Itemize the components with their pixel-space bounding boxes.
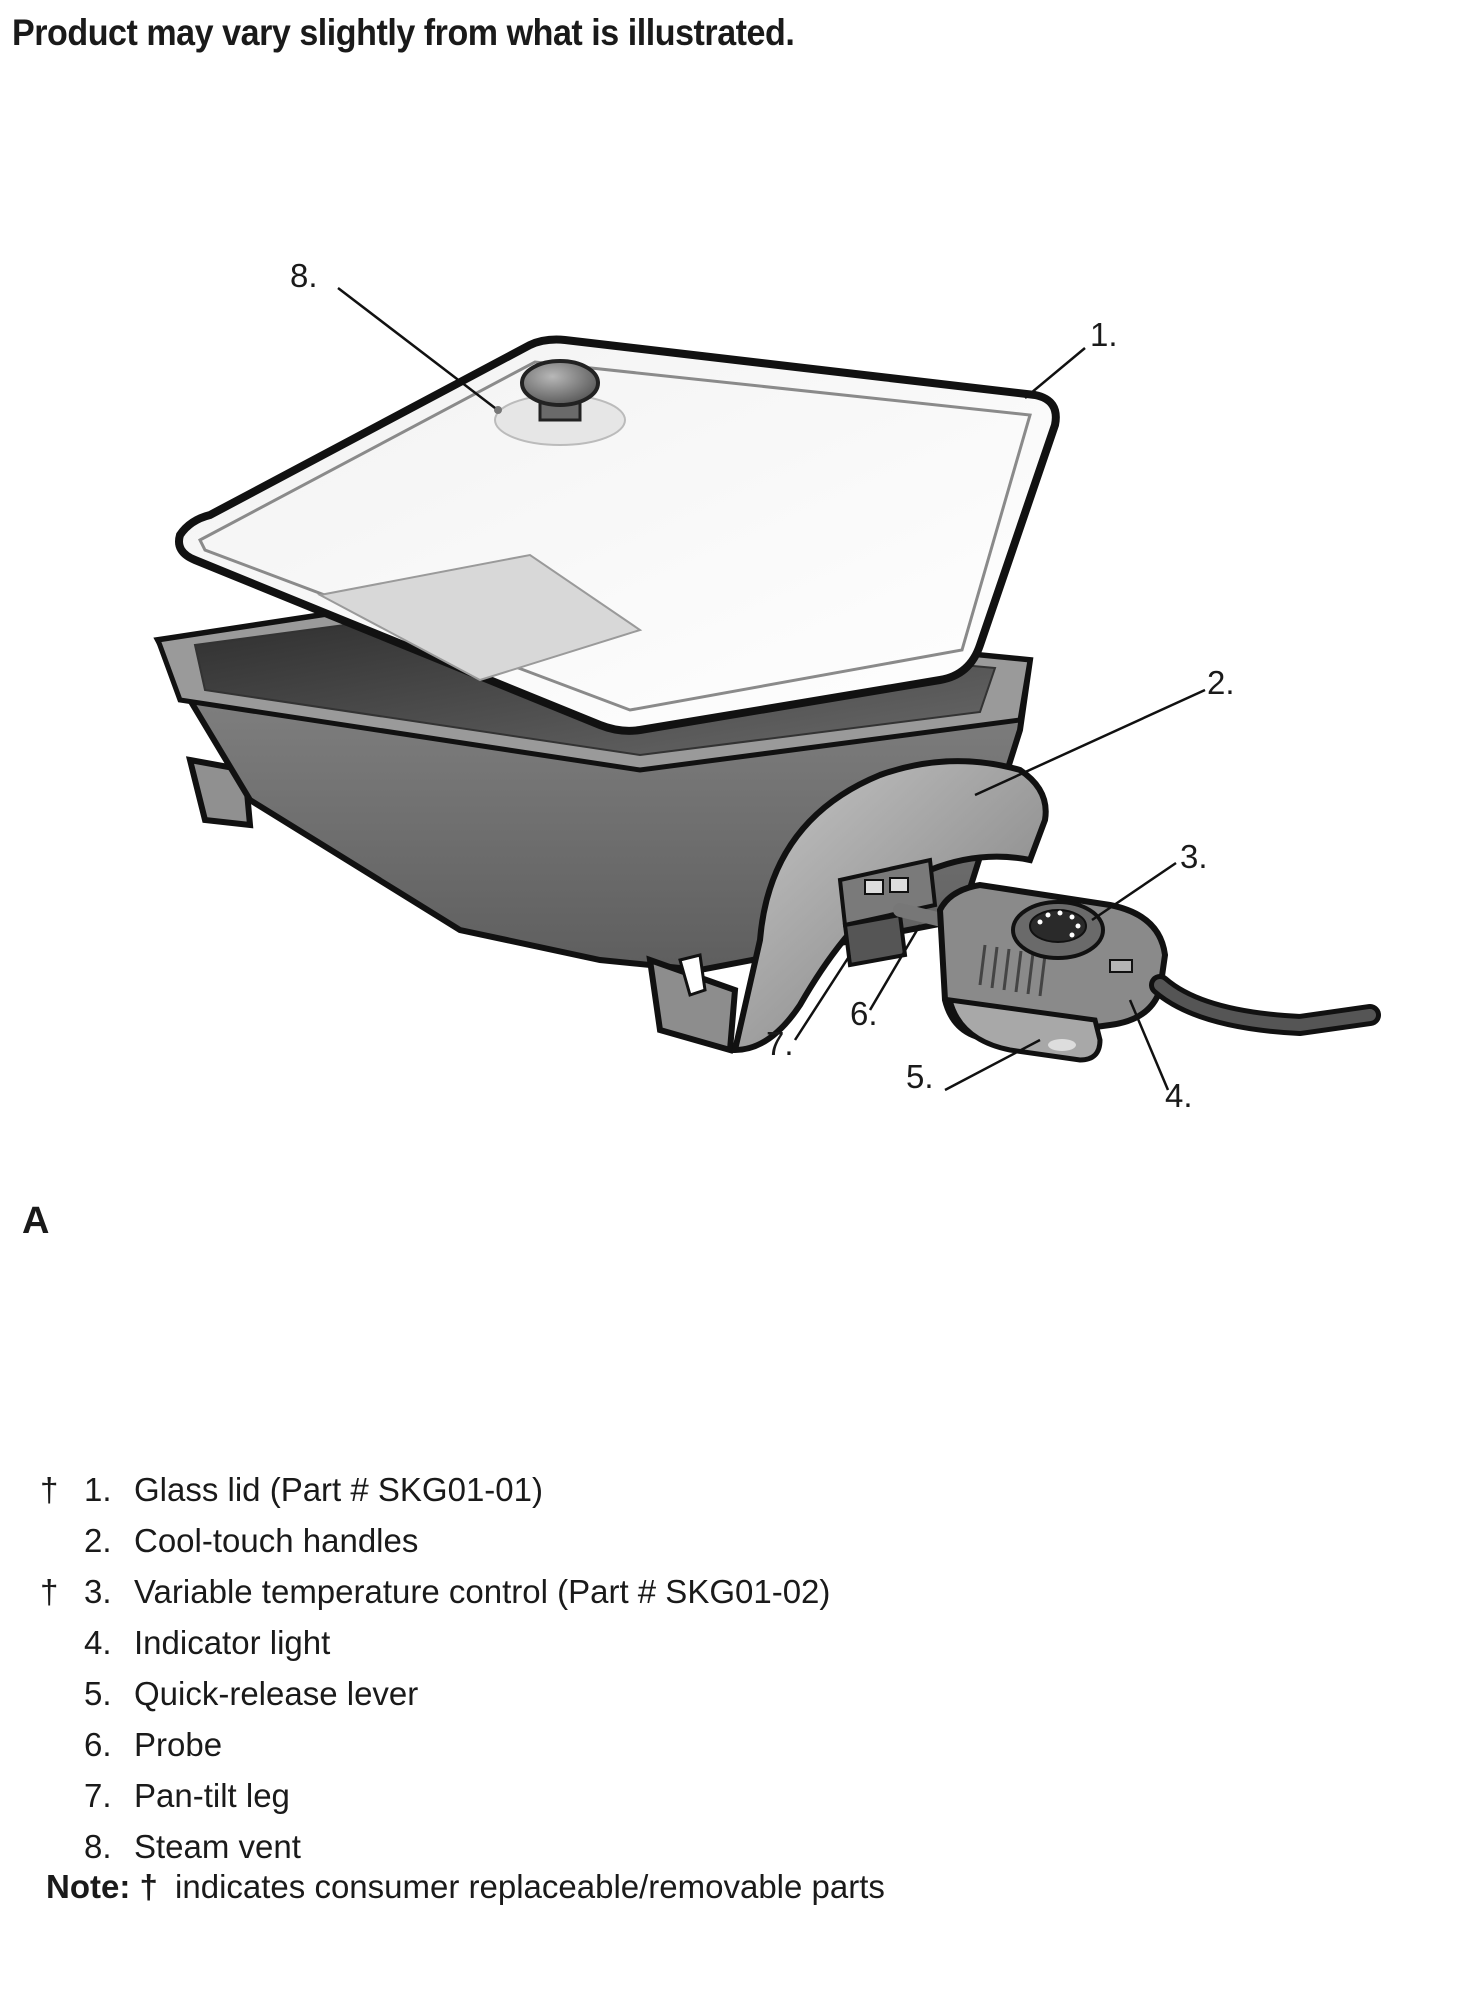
front-leg xyxy=(646,955,739,1054)
figure-label: A xyxy=(22,1200,50,1242)
indicator-light xyxy=(1109,959,1133,973)
part-number: 7. xyxy=(84,1776,112,1814)
temperature-control xyxy=(936,881,1169,1063)
steam-vent xyxy=(494,406,502,414)
list-item: 5. Quick-release lever xyxy=(40,1668,830,1719)
part-name: Glass lid (Part # SKG01-01) xyxy=(134,1470,543,1508)
list-item: 4. Indicator light xyxy=(40,1617,830,1668)
callout-7: 7. xyxy=(766,1025,794,1062)
power-cord xyxy=(1154,979,1376,1032)
note-label: Note: xyxy=(46,1868,131,1905)
list-item: 8. Steam vent xyxy=(40,1821,830,1872)
footnote: Note: † indicates consumer replaceable/r… xyxy=(46,1868,885,1906)
callout-6: 6. xyxy=(850,995,878,1032)
list-item: † 3. Variable temperature control (Part … xyxy=(40,1566,830,1617)
list-item: 7. Pan-tilt leg xyxy=(40,1770,830,1821)
part-number: 6. xyxy=(84,1725,112,1763)
part-name: Cool-touch handles xyxy=(134,1521,419,1559)
callout-8: 8. xyxy=(290,257,318,294)
replaceable-marker: † xyxy=(40,1572,59,1610)
parts-list: † 1. Glass lid (Part # SKG01-01) 2. Cool… xyxy=(40,1464,830,1872)
callout-leader-lines xyxy=(337,287,1206,1092)
part-name: Variable temperature control (Part # SKG… xyxy=(134,1572,831,1610)
part-number: 3. xyxy=(84,1572,112,1610)
callout-2: 2. xyxy=(1207,664,1235,701)
note-text: indicates consumer replaceable/removable… xyxy=(175,1868,885,1905)
part-number: 4. xyxy=(84,1623,112,1661)
header-note: Product may vary slightly from what is i… xyxy=(12,12,795,53)
callout-1: 1. xyxy=(1090,316,1118,353)
skillet-illustration: 8. 1. 2. 3. 4. 5. 6. 7. xyxy=(153,257,1381,1114)
part-number: 5. xyxy=(84,1674,112,1712)
lid-knob xyxy=(520,359,600,407)
part-number: 2. xyxy=(84,1521,112,1559)
part-name: Steam vent xyxy=(134,1827,301,1865)
list-item: 2. Cool-touch handles xyxy=(40,1515,830,1566)
callout-3: 3. xyxy=(1180,838,1208,875)
part-name: Pan-tilt leg xyxy=(134,1776,290,1814)
list-item: † 1. Glass lid (Part # SKG01-01) xyxy=(40,1464,830,1515)
callout-4: 4. xyxy=(1165,1077,1193,1114)
cool-touch-handle xyxy=(731,758,1049,1054)
callout-5: 5. xyxy=(906,1058,934,1095)
glass-lid xyxy=(175,335,1060,735)
part-name: Probe xyxy=(134,1725,223,1763)
part-number: 1. xyxy=(84,1470,112,1508)
part-name: Indicator light xyxy=(134,1623,331,1661)
part-name: Quick-release lever xyxy=(134,1674,419,1712)
part-number: 8. xyxy=(84,1827,112,1865)
list-item: 6. Probe xyxy=(40,1719,830,1770)
replaceable-marker: † xyxy=(40,1470,59,1508)
replaceable-marker: † xyxy=(139,1868,158,1905)
